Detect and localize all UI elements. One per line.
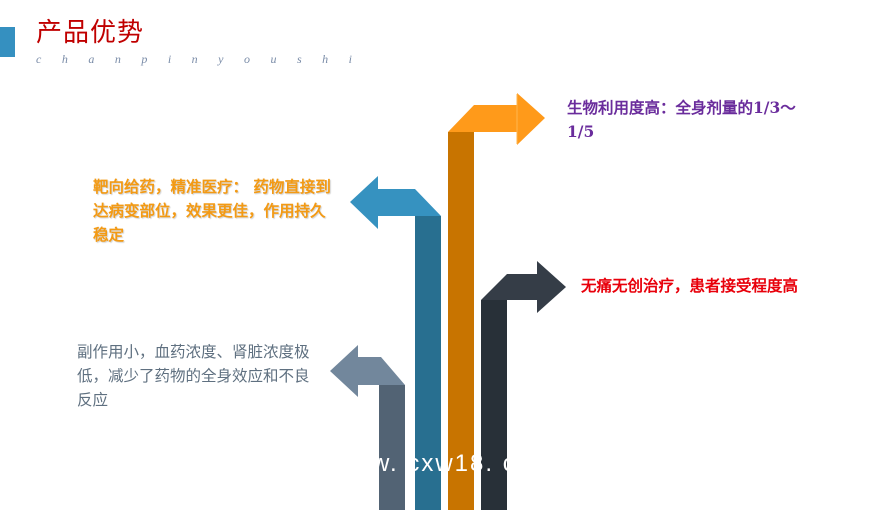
- blue-arrow-stem: [415, 216, 441, 510]
- dark-arrow: [481, 261, 566, 510]
- gray-arrow-head: [330, 345, 405, 397]
- page-title: 产品优势: [36, 18, 145, 48]
- orange-arrow-head: [448, 93, 545, 145]
- watermark: w. cxw18. co: [372, 450, 533, 477]
- point-targeted-delivery: 靶向给药，精准医疗： 药物直接到达病变部位，效果更佳，作用持久稳定: [93, 178, 331, 244]
- gray-arrow-stem: [379, 385, 405, 510]
- dark-arrow-head: [481, 261, 566, 313]
- point-bioavailability: 生物利用度高：全身剂量的1/3～1/5: [567, 98, 796, 141]
- orange-arrow: [448, 93, 545, 510]
- dark-arrow-stem: [481, 300, 507, 510]
- page-subtitle: chanpinyoushi: [36, 52, 373, 66]
- orange-arrow-stem: [448, 132, 474, 510]
- point-side-effects: 副作用小，血药浓度、肾脏浓度极低，减少了药物的全身效应和不良反应: [77, 343, 310, 409]
- blue-arrow: [350, 176, 441, 510]
- blue-arrow-head: [350, 176, 441, 229]
- gray-arrow: [330, 345, 405, 510]
- title-accent-bar: [0, 27, 15, 57]
- point-painless: 无痛无创治疗，患者接受程度高: [581, 276, 799, 295]
